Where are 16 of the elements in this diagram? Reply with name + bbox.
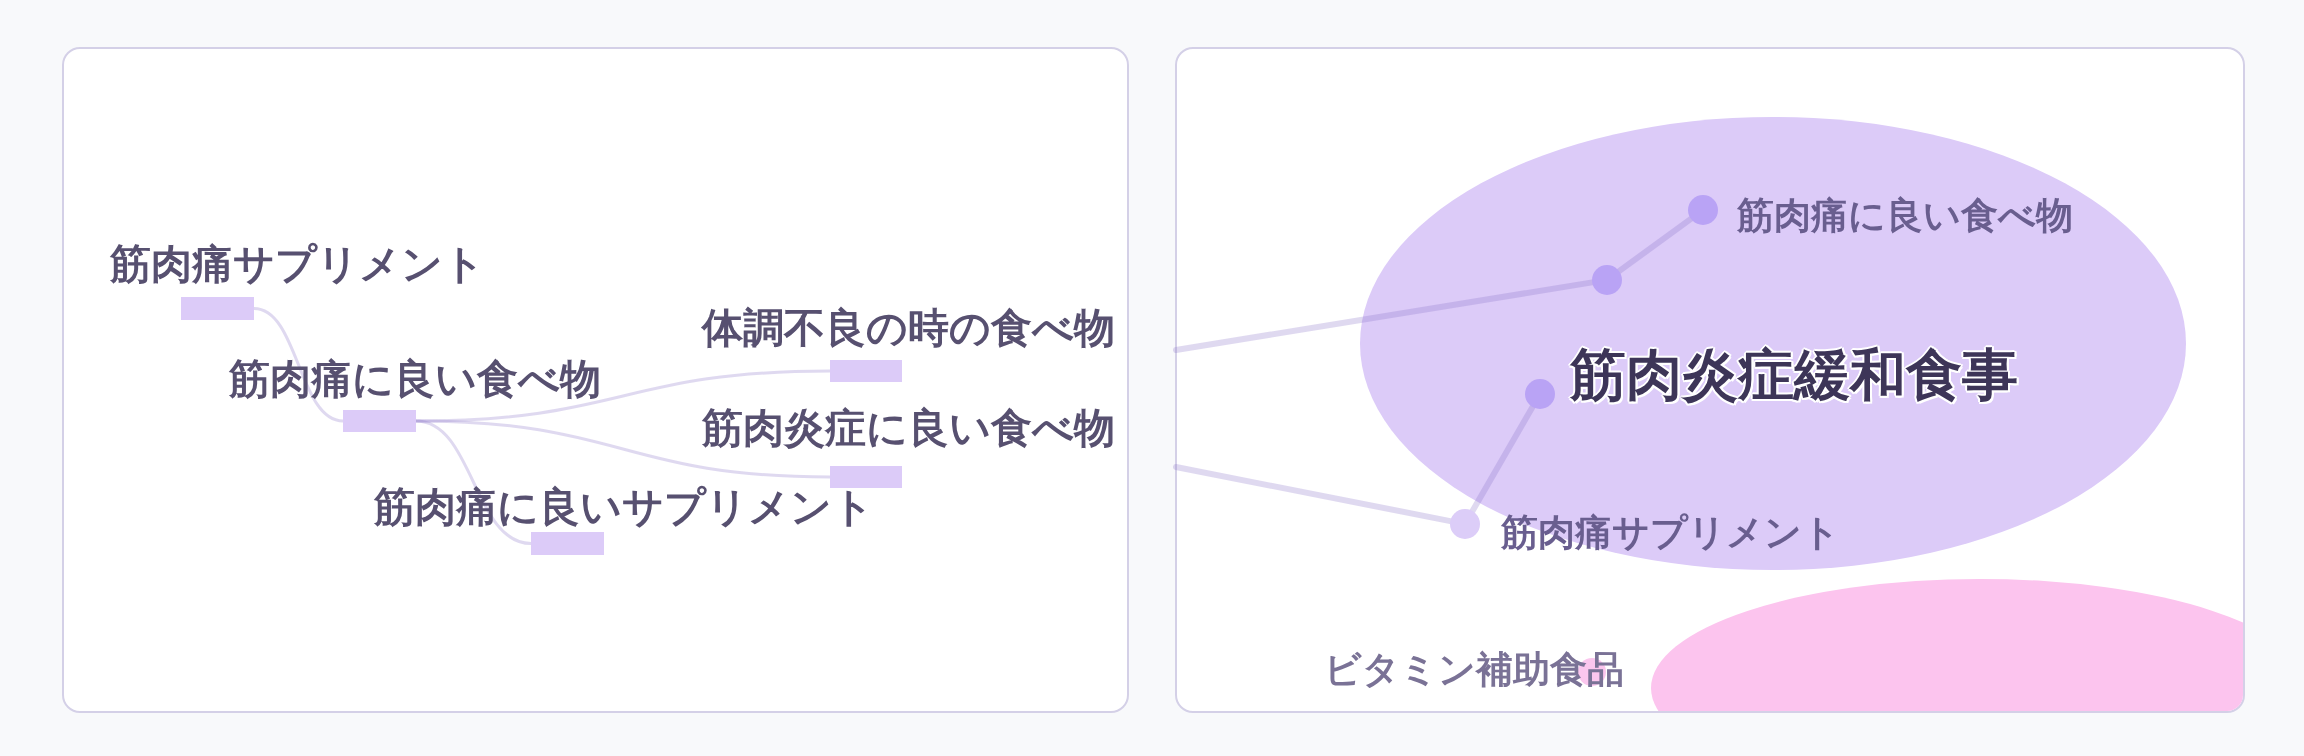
node-label: ビタミン補助食品 — [1324, 648, 1624, 693]
connector-line — [414, 419, 533, 545]
cluster-label: 筋肉炎症緩和食事 — [1570, 341, 2018, 409]
node-label: 筋肉痛に良い食べ物 — [229, 355, 601, 405]
node-label: 筋肉痛に良いサプリメント — [374, 483, 874, 533]
connector-line — [414, 369, 832, 423]
node-label: 筋肉痛に良い食べ物 — [1737, 194, 2073, 239]
connector-line — [1616, 215, 1694, 275]
node-dot — [1525, 379, 1555, 409]
node-label: 筋肉痛サプリメント — [1501, 511, 1840, 556]
connector-line — [252, 307, 345, 423]
node-label: 体調不良の時の食べ物 — [702, 304, 1115, 354]
node-label: 筋肉炎症に良い食べ物 — [702, 404, 1115, 454]
node-label: 筋肉痛サプリメント — [110, 240, 485, 290]
connector-line — [1469, 404, 1536, 514]
node-dot — [1592, 265, 1622, 295]
